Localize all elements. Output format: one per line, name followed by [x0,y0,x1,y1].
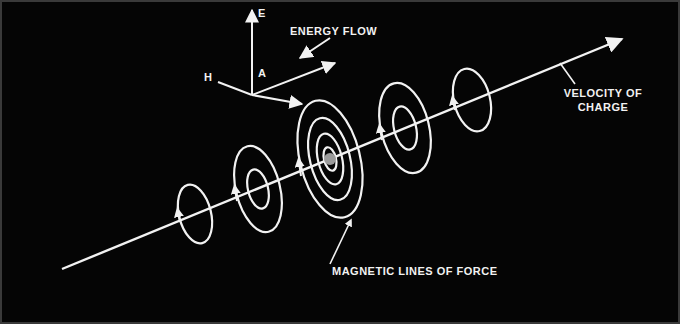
vector-label: H [204,70,212,84]
field-label: MAGNETIC LINES OF FORCE [332,264,498,278]
vector-label: E [258,6,266,20]
flow-label: ENERGY FLOW [290,24,377,38]
velocity-axis [62,39,622,269]
moving-charge [324,153,336,165]
leader-lines [330,63,575,264]
axis-label: VELOCITY OF CHARGE [560,86,646,114]
field-vectors [218,10,335,104]
magnetic-circles [172,65,497,247]
point-label: A [258,66,266,80]
